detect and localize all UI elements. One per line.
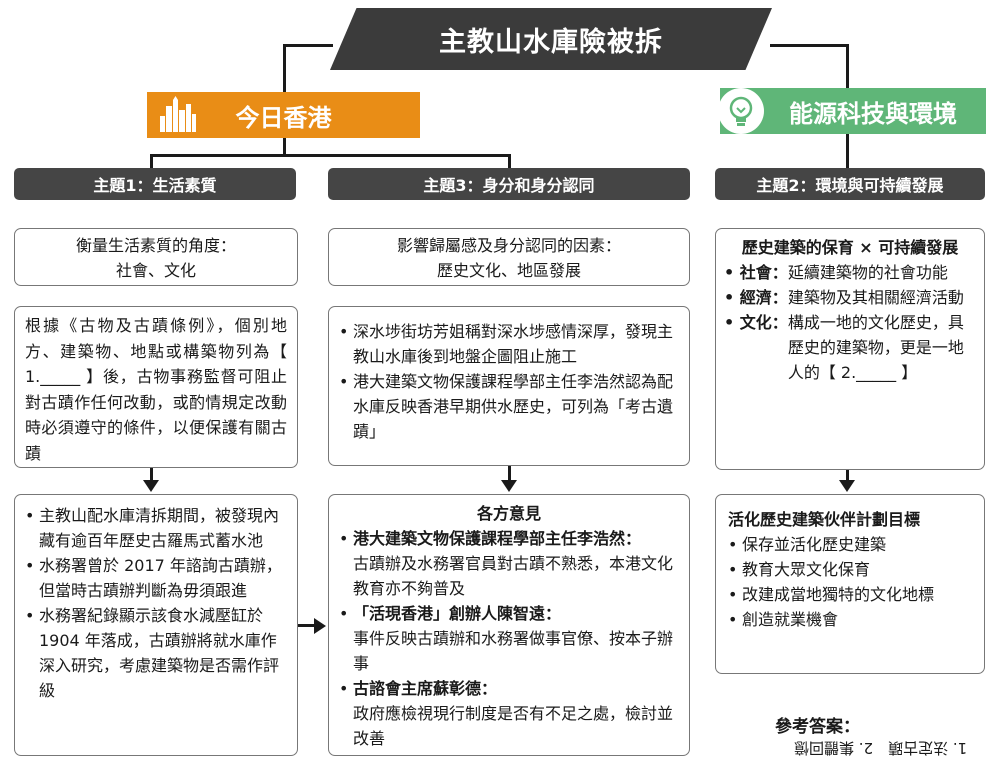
opinion-item: 港大建築文物保護課程學部主任李浩然： 古蹟辦及水務署官員對古蹟不熟悉，本港文化教… [339, 526, 679, 601]
theme-identity-label: 主題3：身分和身分認同 [423, 176, 595, 195]
quality-of-life-angle-box: 衡量生活素質的角度： 社會、文化 [14, 228, 298, 286]
opinions-box: 各方意見 港大建築文物保護課程學部主任李浩然： 古蹟辦及水務署官員對古蹟不熟悉，… [328, 494, 690, 756]
conservation-item: • 經濟： 建築物及其相關經濟活動 [724, 285, 976, 310]
list-item: 教育大眾文化保育 [728, 557, 972, 582]
conservation-value: 構成一地的文化歷史，具歷史的建築物，更是一地人的【 2._____ 】 [787, 313, 964, 382]
theme-quality-of-life-label: 主題1：生活素質 [93, 176, 217, 195]
answers-text: 1. 法定古蹟 2. 集體回憶 [794, 739, 968, 757]
conservation-box: 歷史建築的保育 × 可持續發展 • 社會： 延續建築物的社會功能 • 經濟： 建… [715, 228, 985, 470]
identity-factors-values: 歷史文化、地區發展 [436, 261, 581, 280]
revitalisation-box: 活化歷史建築伙伴計劃目標 保存並活化歷史建築 教育大眾文化保育 改建成當地獨特的… [715, 494, 985, 674]
category-energy-env-label: 能源科技與環境 [789, 99, 957, 128]
list-item: 創造就業機會 [728, 607, 972, 632]
theme-sustainability: 主題2：環境與可持續發展 [715, 168, 985, 200]
opinion-item: 古諮會主席蘇彰德： 政府應檢視現行制度是否有不足之處，檢討並改善 [339, 676, 679, 751]
conservation-item: • 社會： 延續建築物的社會功能 [724, 260, 976, 285]
identity-factors-heading: 影響歸屬感及身分認同的因素： [396, 236, 621, 255]
conservation-key-cultural: • 文化： [724, 313, 788, 332]
list-item: 改建成當地獨特的文化地標 [728, 582, 972, 607]
opinion-item: 「活現香港」創辦人陳智遠： 事件反映古蹟辦和水務署做事官僚、按本子辦事 [339, 601, 679, 676]
opinions-heading: 各方意見 [476, 504, 541, 523]
opinion-quote: 事件反映古蹟辦和水務署做事官僚、按本子辦事 [353, 629, 674, 673]
list-item: 水務署紀錄顯示該食水減壓缸於 1904 年落成，古蹟辦將就水庫作深入研究，考慮建… [25, 603, 287, 703]
conservation-heading: 歷史建築的保育 × 可持續發展 [741, 238, 959, 257]
opinion-speaker: 「活現香港」創辦人陳智遠： [353, 604, 562, 623]
revitalisation-heading: 活化歷史建築伙伴計劃目標 [728, 510, 921, 529]
events-list: 主教山配水庫清拆期間，被發現內藏有逾百年歷史古羅馬式蓄水池 水務署曾於 2017… [25, 503, 287, 703]
angle-values: 社會、文化 [115, 261, 196, 280]
list-item: 港大建築文物保護課程學部主任李浩然認為配水庫反映香港早期供水歷史，可列為「考古遺… [339, 369, 679, 444]
title-banner: 主教山水庫險被拆 [330, 8, 772, 70]
conservation-value: 建築物及其相關經濟活動 [787, 288, 964, 307]
list-item: 深水埗街坊芳姐稱對深水埗感情深厚，發現主教山水庫後到地盤企圖阻止施工 [339, 319, 679, 369]
community-views-box: 深水埗街坊芳姐稱對深水埗感情深厚，發現主教山水庫後到地盤企圖阻止施工 港大建築文… [328, 306, 690, 466]
opinion-speaker: 港大建築文物保護課程學部主任李浩然： [353, 529, 642, 548]
conservation-key-social: • 社會： [724, 263, 788, 282]
lightbulb-icon [718, 88, 764, 134]
theme-sustainability-label: 主題2：環境與可持續發展 [756, 176, 944, 195]
events-box: 主教山配水庫清拆期間，被發現內藏有逾百年歷史古羅馬式蓄水池 水務署曾於 2017… [14, 494, 298, 756]
theme-identity: 主題3：身分和身分認同 [328, 168, 690, 200]
conservation-key-economic: • 經濟： [724, 288, 788, 307]
answers-label: 參考答案： [775, 717, 860, 737]
category-energy-env: 能源科技與環境 [718, 88, 986, 134]
ordinance-box: 根據《古物及古蹟條例》，個別地方、建築物、地點或構築物列為【 1._____ 】… [14, 306, 298, 468]
revitalisation-list: 保存並活化歷史建築 教育大眾文化保育 改建成當地獨特的文化地標 創造就業機會 [728, 532, 972, 632]
conservation-item: • 文化： 構成一地的文化歷史，具歷史的建築物，更是一地人的【 2._____ … [724, 310, 976, 385]
theme-quality-of-life: 主題1：生活素質 [14, 168, 296, 200]
conservation-value: 延續建築物的社會功能 [787, 263, 948, 282]
ordinance-text: 根據《古物及古蹟條例》，個別地方、建築物、地點或構築物列為【 1._____ 】… [25, 316, 287, 463]
angle-heading: 衡量生活素質的角度： [75, 236, 236, 255]
list-item: 保存並活化歷史建築 [728, 532, 972, 557]
page-title: 主教山水庫險被拆 [439, 26, 663, 58]
list-item: 水務署曾於 2017 年諮詢古蹟辦，但當時古蹟辦判斷為毋須跟進 [25, 553, 287, 603]
city-skyline-icon [153, 92, 203, 138]
opinion-speaker: 古諮會主席蘇彰德： [353, 679, 498, 698]
list-item: 主教山配水庫清拆期間，被發現內藏有逾百年歷史古羅馬式蓄水池 [25, 503, 287, 553]
opinions-list: 港大建築文物保護課程學部主任李浩然： 古蹟辦及水務署官員對古蹟不熟悉，本港文化教… [339, 526, 679, 751]
identity-factors-box: 影響歸屬感及身分認同的因素： 歷史文化、地區發展 [328, 228, 690, 286]
community-views-list: 深水埗街坊芳姐稱對深水埗感情深厚，發現主教山水庫後到地盤企圖阻止施工 港大建築文… [339, 319, 679, 444]
category-today-hk: 今日香港 [147, 92, 420, 138]
answers-text-container: 1. 法定古蹟 2. 集體回憶 [775, 738, 987, 759]
opinion-quote: 政府應檢視現行制度是否有不足之處，檢討並改善 [353, 704, 674, 748]
category-today-hk-label: 今日香港 [235, 103, 332, 132]
opinion-quote: 古蹟辦及水務署官員對古蹟不熟悉，本港文化教育亦不夠普及 [353, 554, 674, 598]
